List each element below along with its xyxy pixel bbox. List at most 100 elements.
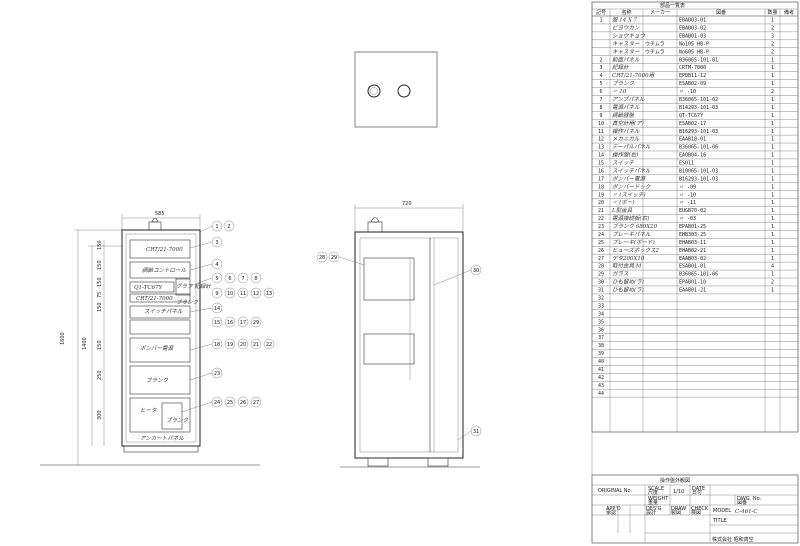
parts-cell: 盤 14 X 7 [612, 17, 638, 24]
parts-header-2: メーカー [650, 10, 670, 16]
front-balloon-18: 18 [211, 338, 223, 350]
svg-text:31: 31 [473, 429, 479, 435]
design-label: DES'G [646, 506, 662, 512]
side-balloon-31: 31 [470, 425, 482, 437]
scale-value: 1/10 [673, 489, 684, 495]
parts-cell: EAOB04-16 [679, 153, 706, 159]
parts-cell: EHAB02-21 [679, 248, 706, 254]
parts-cell: 1 [771, 240, 774, 246]
parts-cell: 1 [771, 129, 774, 135]
panel-label-6: ブランク [146, 377, 169, 384]
parts-cell: 31 [598, 288, 604, 294]
front-balloon-1: 1 [211, 220, 223, 232]
parts-cell: 2 [771, 49, 774, 55]
parts-cell: 1 [771, 145, 774, 151]
parts-cell: 前面パネル [612, 56, 640, 63]
parts-cell: 37 [598, 335, 604, 341]
parts-cell: 25 [598, 240, 604, 246]
parts-cell: 〃 -11 [679, 200, 696, 206]
front-balloon-21: 21 [250, 338, 262, 350]
panel-dim-7: 300 [97, 410, 103, 420]
parts-cell: 1 [771, 272, 774, 278]
parts-cell: ブランク 680X20 [612, 223, 658, 230]
front-balloon-29: 29 [250, 316, 262, 328]
parts-cell: 23 [598, 224, 604, 230]
svg-text:23: 23 [214, 371, 220, 377]
top-view [354, 51, 438, 128]
panel-dim-2: 150 [97, 277, 103, 287]
parts-cell: 1 [771, 168, 774, 174]
dwg-sub: 図番 [737, 499, 747, 506]
front-balloon-8: 8 [250, 272, 262, 284]
front-balloon-2: 2 [223, 220, 235, 232]
parts-cell: ES011 [679, 161, 694, 167]
parts-row: 41 [598, 367, 604, 373]
parts-cell: No605 HB-P [679, 49, 709, 55]
svg-text:18: 18 [214, 342, 220, 348]
parts-cell: 1 [771, 232, 774, 238]
svg-text:13: 13 [266, 291, 272, 297]
svg-text:11: 11 [240, 291, 246, 297]
svg-text:10: 10 [227, 291, 233, 297]
parts-cell: 4 [771, 264, 774, 270]
parts-cell: スイッチ [612, 160, 635, 167]
parts-cell: 39 [598, 351, 604, 357]
parts-cell: テーパルパネル [612, 144, 651, 151]
parts-cell: 電源パネル [612, 104, 640, 111]
panel-dim-0: 150 [97, 240, 103, 250]
parts-cell: 44 [598, 391, 604, 397]
panel-dim-3: 75 [97, 292, 103, 298]
parts-cell: EAAB18-01 [679, 137, 706, 143]
parts-cell: 32 [598, 296, 604, 302]
front-balloon-19: 19 [224, 338, 236, 350]
parts-cell: 真空計用(ア) [612, 120, 644, 127]
parts-cell: 1 [771, 208, 774, 214]
parts-cell: 18 [598, 184, 604, 190]
parts-header-0: 記号 [596, 9, 606, 16]
svg-text:29: 29 [331, 255, 337, 261]
parts-cell: 43 [598, 383, 604, 389]
drawing-title: 操作盤外観図 [660, 477, 690, 484]
parts-cell: ブランク [612, 80, 635, 87]
front-balloon-6: 6 [224, 272, 236, 284]
parts-cell: 記録計 [612, 64, 629, 71]
panel-label-9: アンカートパネル [140, 435, 184, 442]
parts-cell: 35 [598, 319, 604, 325]
parts-cell: 2 [771, 41, 774, 47]
parts-cell: 操作盤(右) [612, 152, 638, 159]
parts-cell: 1 [771, 73, 774, 79]
parts-cell: 14 [598, 153, 604, 159]
parts-cell: EPAB01-25 [679, 224, 706, 230]
parts-cell: B36065-101-02 [679, 97, 718, 103]
side-label-1: ブランク [176, 299, 199, 306]
parts-cell: 操作パネル [612, 128, 640, 135]
parts-cell: EBAB01-03 [679, 33, 706, 39]
parts-cell: 5 [599, 81, 602, 87]
parts-cell: 〃 -10 [679, 89, 696, 95]
front-balloon-5: 5 [211, 272, 223, 284]
original-no-label: ORIGINAL No. [598, 488, 632, 494]
parts-cell: 1 [771, 216, 774, 222]
parts-cell: QT-TC67Y [679, 113, 703, 119]
svg-text:17: 17 [240, 320, 246, 326]
parts-cell: キャスター [612, 48, 640, 55]
front-height-dim-1400: 1400 [82, 337, 88, 350]
parts-cell: ウチムラ [645, 40, 665, 47]
parts-row: 33 [598, 303, 604, 309]
parts-cell: EBAB03-01 [679, 18, 706, 24]
parts-cell: 1 [771, 161, 774, 167]
svg-text:26: 26 [240, 400, 246, 406]
parts-cell: 3 [771, 33, 774, 39]
front-width-dim: 585 [155, 211, 165, 217]
parts-cell: 1 [771, 176, 774, 182]
